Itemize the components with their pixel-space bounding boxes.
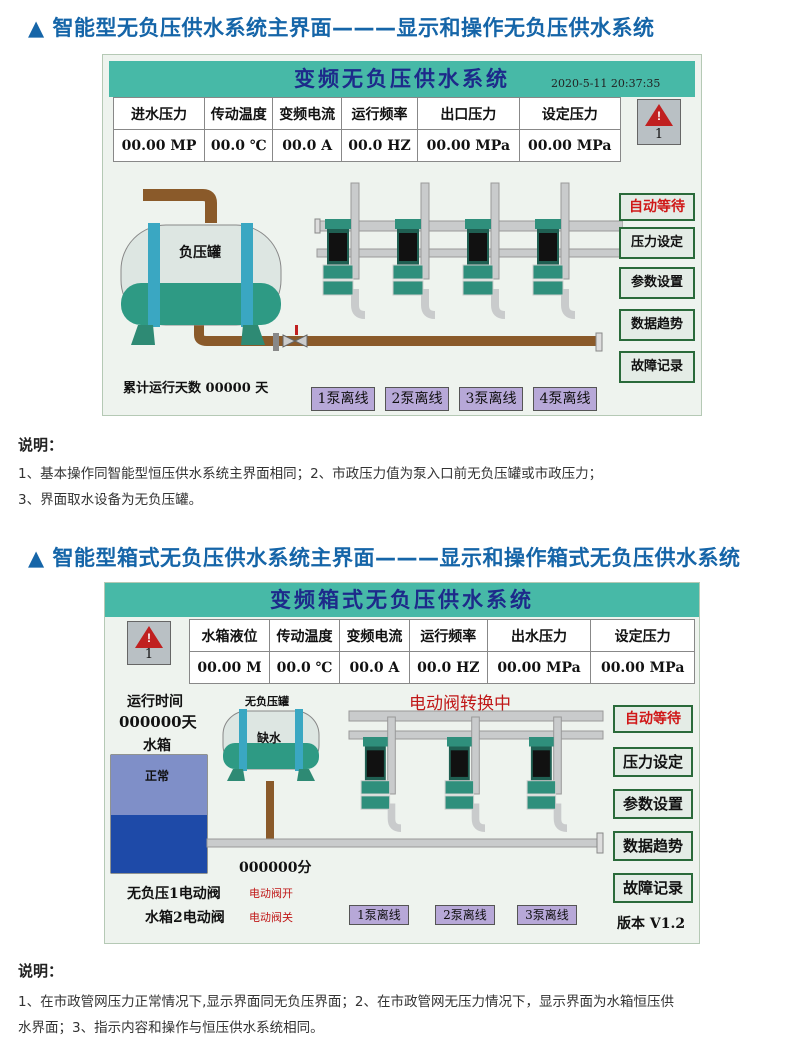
pump1-offline-button[interactable]: 1泵离线 — [311, 387, 375, 411]
param-header: 运行频率 — [408, 619, 488, 652]
note-line: 水界面；3、指示内容和操作与恒压供水系统相同。 — [18, 1020, 324, 1036]
param-table: 进水压力 传动温度 变频电流 运行频率 出口压力 设定压力 00.00 MP 0… — [113, 97, 622, 162]
pump2-offline-button[interactable]: 2泵离线 — [435, 905, 495, 925]
pump-icon — [360, 716, 402, 832]
screen-title: 变频无负压供水系统 — [109, 61, 695, 97]
hmi-screen-2: 变频箱式无负压供水系统 ! 1 水箱液位 传动温度 变频电流 运行频率 出水压力… — [104, 582, 700, 944]
pump3-offline-button[interactable]: 3泵离线 — [517, 905, 577, 925]
pressure-setting-button[interactable]: 压力设定 — [619, 227, 695, 259]
parameter-setting-button[interactable]: 参数设置 — [619, 267, 695, 299]
param-value: 00.00 MPa — [590, 651, 695, 684]
param-value: 00.00 MPa — [518, 129, 622, 162]
water-tank-label: 水箱 — [143, 738, 171, 754]
alarm-button[interactable]: ! 1 — [127, 621, 171, 665]
alarm-count: 1 — [144, 647, 154, 662]
pump-icon — [392, 182, 436, 319]
pump-icon — [322, 182, 366, 319]
pressure-setting-button[interactable]: 压力设定 — [613, 747, 693, 777]
status-indicator: 自动等待 — [613, 705, 693, 733]
note-line: 1、基本操作同智能型恒压供水系统主界面相同；2、市政压力值为泵入口前无负压罐或市… — [18, 466, 603, 482]
valve1-state: 电动阀开 — [249, 887, 293, 900]
param-header: 出水压力 — [486, 619, 592, 652]
section1-heading: ▲ 智能型无负压供水系统主界面———显示和操作无负压供水系统 — [28, 16, 655, 40]
version-label: 版本 V1.2 — [617, 916, 686, 932]
valve2-state: 电动阀关 — [249, 911, 293, 924]
status-indicator: 自动等待 — [619, 193, 695, 221]
run-time-value: 000000天 — [119, 713, 197, 731]
note-line: 3、界面取水设备为无负压罐。 — [18, 492, 203, 508]
fault-record-button[interactable]: 故障记录 — [613, 873, 693, 903]
param-header: 设定压力 — [590, 619, 695, 652]
pump-icon — [444, 716, 486, 832]
alarm-triangle-icon — [645, 104, 673, 126]
tank-icon — [222, 709, 320, 781]
process-diagram — [110, 709, 604, 874]
fault-record-button[interactable]: 故障记录 — [619, 351, 695, 383]
water-tank-status: 正常 — [145, 769, 170, 783]
pump-icon — [462, 182, 506, 319]
tank-label: 负压罐 — [179, 245, 221, 261]
param-table: 水箱液位 传动温度 变频电流 运行频率 出水压力 设定压力 00.00 M 00… — [188, 619, 695, 684]
run-time-label: 运行时间 — [127, 694, 183, 710]
neg-tank-status: 缺水 — [257, 731, 282, 745]
valve-icon — [273, 325, 308, 351]
param-value: 00.0 HZ — [408, 651, 488, 684]
section2-heading: ▲ 智能型箱式无负压供水系统主界面———显示和操作箱式无负压供水系统 — [28, 546, 741, 570]
data-trend-button[interactable]: 数据趋势 — [619, 309, 695, 341]
param-header: 变频电流 — [338, 619, 410, 652]
param-value: 00.0 ℃ — [203, 129, 274, 162]
valve2-label: 水箱2电动阀 — [145, 910, 225, 926]
param-header: 进水压力 — [113, 97, 205, 130]
hmi-screen-1: 变频无负压供水系统 2020-5-11 20:37:35 进水压力 传动温度 变… — [102, 54, 702, 416]
param-header: 变频电流 — [272, 97, 342, 130]
param-value: 00.00 MP — [113, 129, 205, 162]
pump-icon — [526, 716, 568, 832]
param-header: 传动温度 — [269, 619, 340, 652]
pump-icon — [532, 182, 576, 319]
pump3-offline-button[interactable]: 3泵离线 — [459, 387, 523, 411]
alarm-triangle-icon — [135, 626, 163, 648]
param-value: 00.0 HZ — [340, 129, 419, 162]
param-header: 设定压力 — [518, 97, 622, 130]
data-trend-button[interactable]: 数据趋势 — [613, 831, 693, 861]
run-days: 累计运行天数 00000 天 — [123, 381, 269, 396]
note-line: 1、在市政管网压力正常情况下,显示界面同无负压界面；2、在市政管网无压力情况下，… — [18, 994, 674, 1010]
param-header: 运行频率 — [340, 97, 419, 130]
param-value: 00.0 ℃ — [269, 651, 340, 684]
tank-icon — [120, 223, 282, 345]
alarm-button[interactable]: ! 1 — [637, 99, 681, 145]
param-value: 00.00 MPa — [486, 651, 592, 684]
param-value: 00.0 A — [338, 651, 410, 684]
process-diagram — [120, 182, 623, 352]
parameter-setting-button[interactable]: 参数设置 — [613, 789, 693, 819]
pump2-offline-button[interactable]: 2泵离线 — [385, 387, 449, 411]
param-value: 00.00 MPa — [417, 129, 520, 162]
valve1-label: 无负压1电动阀 — [127, 886, 221, 902]
screen-title: 变频箱式无负压供水系统 — [105, 583, 699, 617]
note-title: 说明： — [18, 436, 64, 454]
param-header: 传动温度 — [203, 97, 274, 130]
pump1-offline-button[interactable]: 1泵离线 — [349, 905, 409, 925]
neg-tank-label: 无负压罐 — [245, 695, 289, 708]
valve-switching-status: 电动阀转换中 — [409, 694, 511, 714]
param-value: 00.0 A — [272, 129, 342, 162]
minutes-counter: 000000分 — [239, 860, 312, 876]
timestamp: 2020-5-11 20:37:35 — [551, 77, 661, 90]
alarm-count: 1 — [654, 127, 664, 142]
param-value: 00.00 M — [188, 651, 271, 684]
param-header: 水箱液位 — [188, 619, 271, 652]
pump4-offline-button[interactable]: 4泵离线 — [533, 387, 597, 411]
note-title: 说明： — [18, 962, 64, 980]
param-header: 出口压力 — [417, 97, 520, 130]
